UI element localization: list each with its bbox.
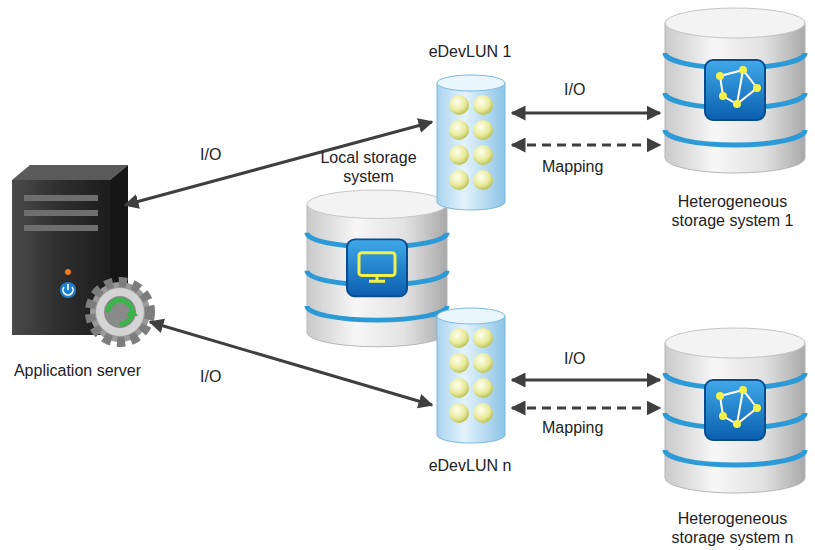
- edge-label: Mapping: [540, 157, 605, 176]
- mapping-arrow: [512, 407, 660, 410]
- io-arrow: [125, 122, 432, 205]
- storage-node: Heterogeneous storage system n: [650, 322, 815, 547]
- local-storage-cylinder: [307, 190, 447, 347]
- io-arrow: [512, 112, 660, 115]
- edge-label: I/O: [198, 367, 223, 386]
- edge-label: I/O: [198, 145, 223, 164]
- storage-node: Local storage system: [300, 148, 450, 343]
- server-node: Application server: [0, 160, 155, 380]
- storage-node: Heterogeneous storage system 1: [650, 0, 815, 230]
- mapping-arrow: [512, 144, 660, 147]
- node-label: Application server: [14, 361, 141, 380]
- io-arrow: [150, 322, 432, 405]
- lun-node: eDevLUN n: [420, 310, 520, 475]
- heterogeneous-storage-cylinder: [665, 8, 805, 173]
- node-label: Heterogeneous storage system n: [658, 509, 808, 547]
- edge-label: I/O: [562, 80, 587, 99]
- edevlun-cylinder: [437, 75, 505, 210]
- io-arrow: [512, 379, 660, 382]
- node-label: eDevLUN 1: [429, 42, 512, 61]
- edevlun-cylinder: [437, 308, 505, 443]
- lun-node: eDevLUN 1: [420, 42, 520, 214]
- edge-label: I/O: [562, 349, 587, 368]
- heterogeneous-storage-cylinder: [665, 328, 805, 493]
- gear-icon: [90, 282, 150, 342]
- edge-label: Mapping: [540, 418, 605, 437]
- node-label: Heterogeneous storage system 1: [658, 192, 808, 230]
- node-label: eDevLUN n: [429, 456, 512, 475]
- node-label: Local storage system: [306, 148, 431, 186]
